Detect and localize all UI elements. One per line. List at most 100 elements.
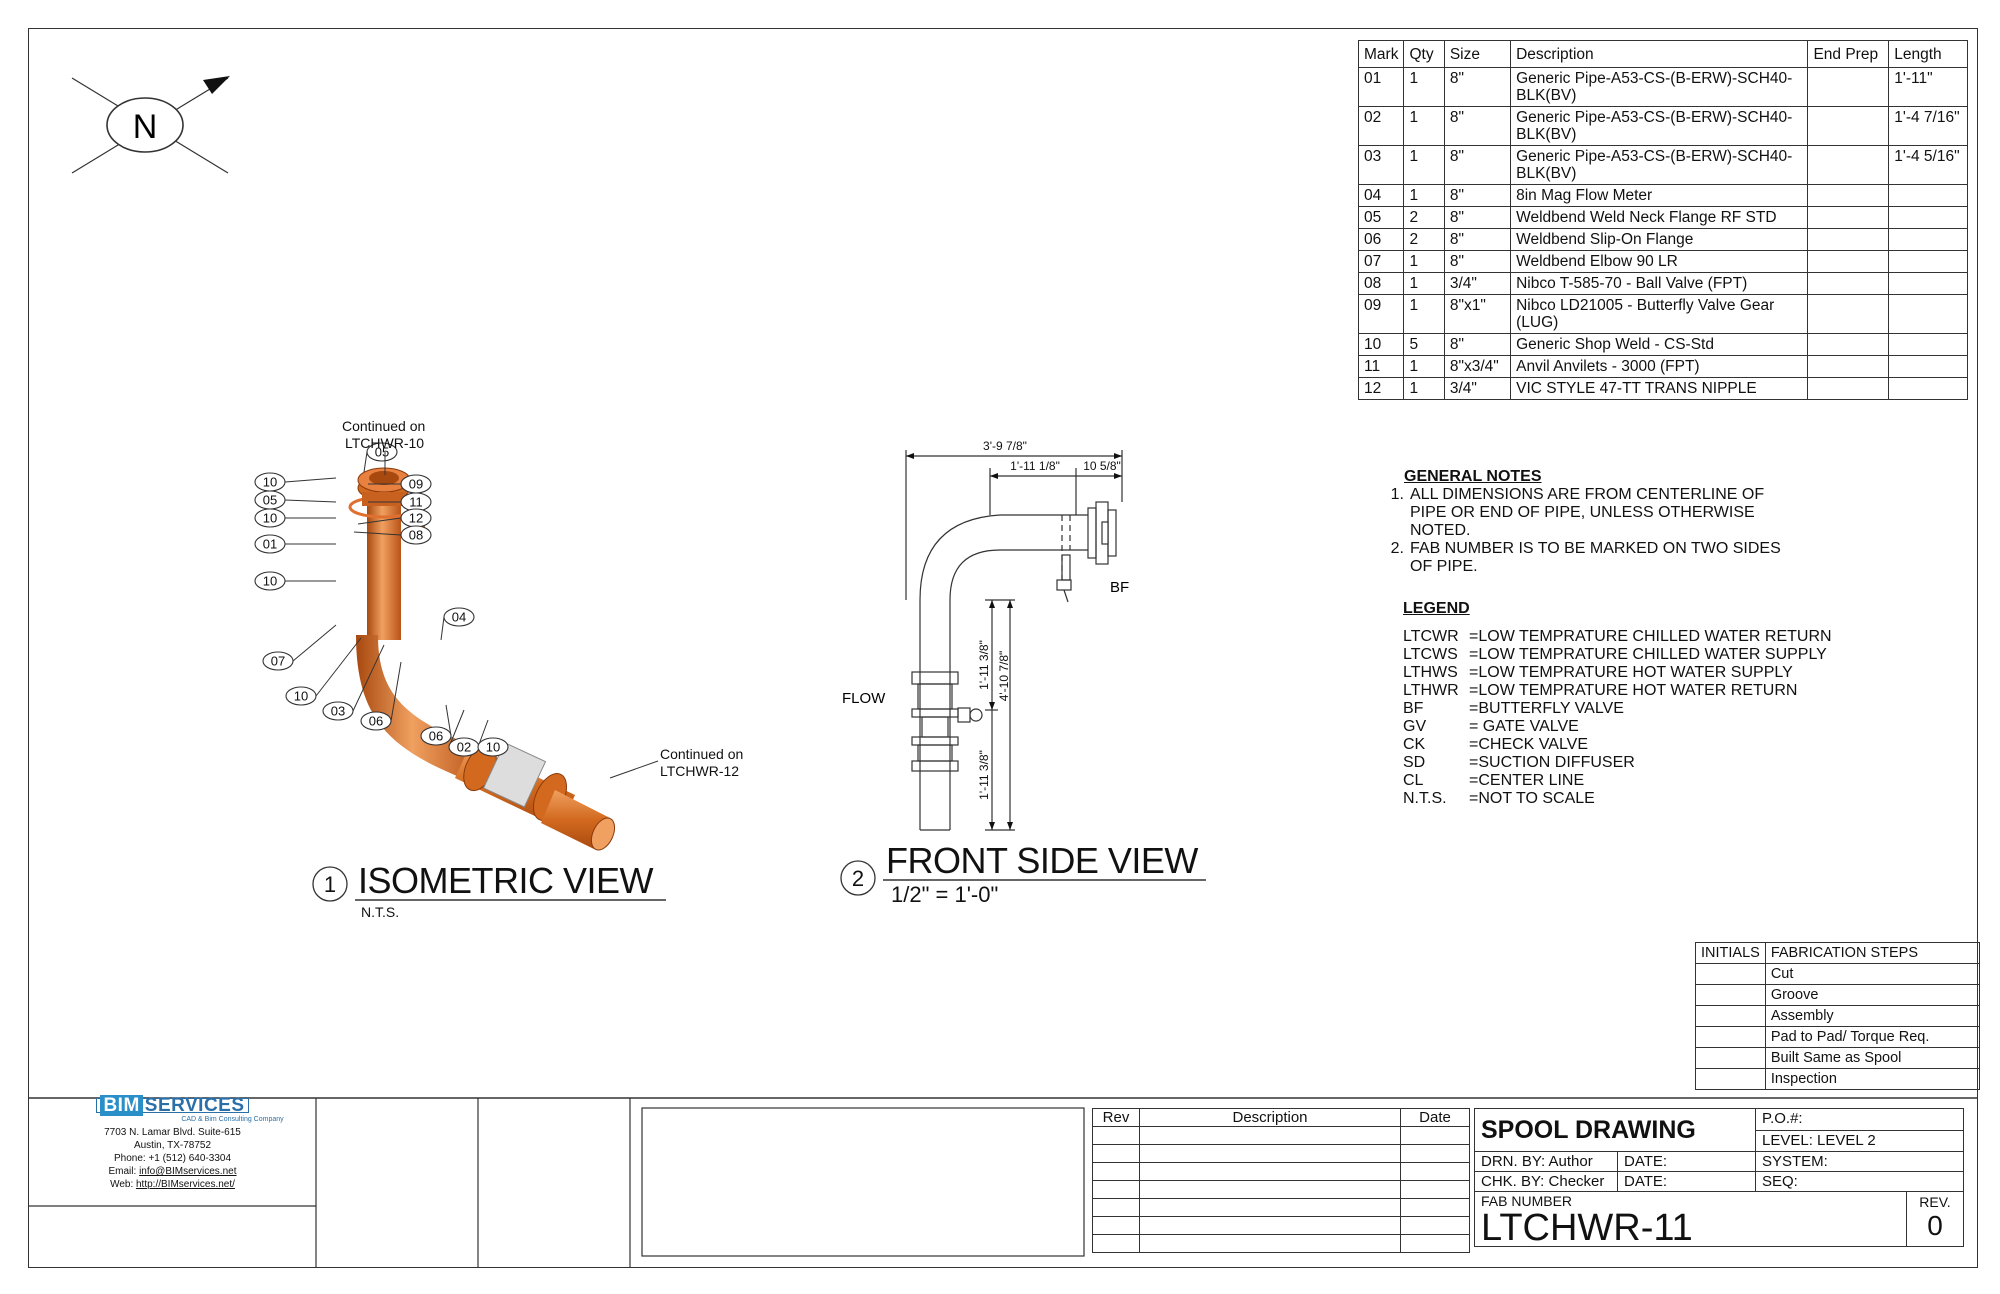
- front-view-title: 2 FRONT SIDE VIEW 1/2" = 1'-0": [836, 840, 1216, 910]
- callout-bubble: [262, 651, 294, 671]
- fab-step-label: Built Same as Spool: [1764, 1047, 1981, 1069]
- bom-cell-length: 1'-4 7/16": [1888, 106, 1968, 146]
- fab-step-row: Assembly: [1695, 1005, 1981, 1027]
- legend-item: LTCWS=LOW TEMPRATURE CHILLED WATER SUPPL…: [1403, 646, 1832, 664]
- legend-value: = GATE VALVE: [1469, 718, 1579, 735]
- legend-item: LTHWS =LOW TEMPRATURE HOT WATER SUPPLY: [1403, 664, 1832, 682]
- company-email-link[interactable]: info@BIMservices.net: [139, 1166, 237, 1177]
- bom-cell-length: [1888, 184, 1968, 207]
- bom-cell-qty: 1: [1403, 355, 1445, 378]
- seq-cell: SEQ:: [1755, 1171, 1964, 1192]
- callout-bubble: [366, 442, 398, 462]
- bom-cell-length: [1888, 333, 1968, 356]
- front-side-view: 3'-9 7/8" 1'-11 1/8" 10 5/8" 1'-11 3/8" …: [842, 439, 1129, 831]
- bill-of-materials: Mark Qty Size Description End Prep Lengt…: [1357, 40, 1968, 400]
- bom-cell-length: [1888, 355, 1968, 378]
- bom-cell-size: 8": [1443, 206, 1512, 229]
- callout-label: 06: [429, 729, 443, 744]
- fab-header-initials: INITIALS: [1695, 942, 1766, 964]
- fab-step-label: Assembly: [1764, 1005, 1981, 1027]
- bom-cell-mark: 06: [1357, 228, 1405, 251]
- rev-cell: [1400, 1234, 1470, 1253]
- legend-title: LEGEND: [1403, 600, 1470, 617]
- bom-cell-end-prep: [1807, 184, 1890, 207]
- continued-top-line1: Continued on: [342, 418, 425, 434]
- bom-header-size: Size: [1443, 40, 1512, 68]
- callout-bubble: [254, 571, 286, 591]
- callout-label: 04: [452, 610, 466, 625]
- rev-cell: [1139, 1162, 1401, 1181]
- bom-cell-size: 8": [1443, 145, 1512, 185]
- rev-cell: [1092, 1144, 1140, 1163]
- bom-cell-qty: 1: [1403, 377, 1445, 400]
- bom-cell-size: 8": [1443, 250, 1512, 273]
- legend-key: LTHWR: [1403, 682, 1459, 699]
- callout-bubble: [285, 686, 317, 706]
- bom-cell-qty: 1: [1403, 67, 1445, 107]
- bom-cell-mark: 03: [1357, 145, 1405, 185]
- bom-cell-size: 3/4": [1443, 377, 1512, 400]
- legend-value: =LOW TEMPRATURE HOT WATER SUPPLY: [1469, 664, 1793, 681]
- rev-cell: [1139, 1234, 1401, 1253]
- callout-label: 10: [486, 740, 500, 755]
- note-item: 2.FAB NUMBER IS TO BE MARKED ON TWO SIDE…: [1390, 540, 1781, 575]
- company-web-row: Web: http://BIMservices.net/: [110, 1179, 235, 1190]
- rev-row: [1092, 1198, 1470, 1217]
- callout-bubble: [322, 701, 354, 721]
- company-phone: Phone: +1 (512) 640-3304: [113, 1153, 232, 1164]
- system-cell: SYSTEM:: [1755, 1151, 1964, 1172]
- rev-cell: [1092, 1234, 1140, 1253]
- flow-meter-04: [482, 741, 547, 808]
- rev-cell: [1139, 1144, 1401, 1163]
- dim-vert-total: 4'-10 7/8": [997, 651, 1011, 702]
- bom-cell-end-prep: [1807, 228, 1890, 251]
- bom-cell-end-prep: [1807, 377, 1890, 400]
- dim-vert-lower: 1'-11 3/8": [977, 750, 991, 800]
- bom-cell-mark: 09: [1357, 294, 1405, 334]
- bom-header-mark: Mark: [1357, 40, 1405, 68]
- rev-row: [1092, 1144, 1470, 1163]
- bom-cell-mark: 11: [1357, 355, 1405, 378]
- fab-header-steps: FABRICATION STEPS: [1764, 942, 1981, 964]
- rev-cell: [1092, 1216, 1140, 1235]
- callout-label: 05: [375, 445, 389, 460]
- legend-key: LTCWS: [1403, 646, 1458, 663]
- bom-cell-qty: 1: [1403, 184, 1445, 207]
- date1-cell: DATE:: [1617, 1151, 1756, 1172]
- bom-cell-size: 8": [1443, 67, 1512, 107]
- fab-step-label: Groove: [1764, 984, 1981, 1006]
- bom-header-length: Length: [1888, 40, 1968, 68]
- bom-cell-end-prep: [1807, 355, 1890, 378]
- rev-cell: [1400, 1162, 1470, 1181]
- fab-step-row: Built Same as Spool: [1695, 1047, 1981, 1069]
- fab-initials-cell: [1695, 963, 1766, 985]
- bom-cell-end-prep: [1807, 272, 1890, 295]
- bom-cell-mark: 10: [1357, 333, 1405, 356]
- dim-flange: 10 5/8": [1083, 459, 1121, 473]
- bom-cell-length: [1888, 272, 1968, 295]
- bom-cell-qty: 2: [1403, 206, 1445, 229]
- rev-cell: [1139, 1180, 1401, 1199]
- rev-cell: [1092, 1198, 1140, 1217]
- rev-cell: [1400, 1126, 1470, 1145]
- bom-cell-description: Anvil Anvilets - 3000 (FPT): [1510, 355, 1809, 378]
- bom-cell-end-prep: [1807, 333, 1890, 356]
- bom-cell-mark: 05: [1357, 206, 1405, 229]
- bom-cell-mark: 12: [1357, 377, 1405, 400]
- bom-cell-qty: 5: [1403, 333, 1445, 356]
- callout-label: 11: [409, 495, 423, 510]
- legend-key: LTCWR: [1403, 628, 1459, 645]
- company-web-link[interactable]: http://BIMservices.net/: [136, 1179, 235, 1190]
- continued-bottom-line2: LTCHWR-12: [660, 763, 739, 779]
- bf-label: BF: [1110, 579, 1129, 596]
- fab-step-label: Pad to Pad/ Torque Req.: [1764, 1026, 1981, 1048]
- callout-label: 12: [409, 511, 423, 526]
- legend-key: LTHWS: [1403, 664, 1458, 681]
- legend-key: CK: [1403, 736, 1426, 753]
- company-email-row: Email: info@BIMservices.net: [108, 1166, 237, 1177]
